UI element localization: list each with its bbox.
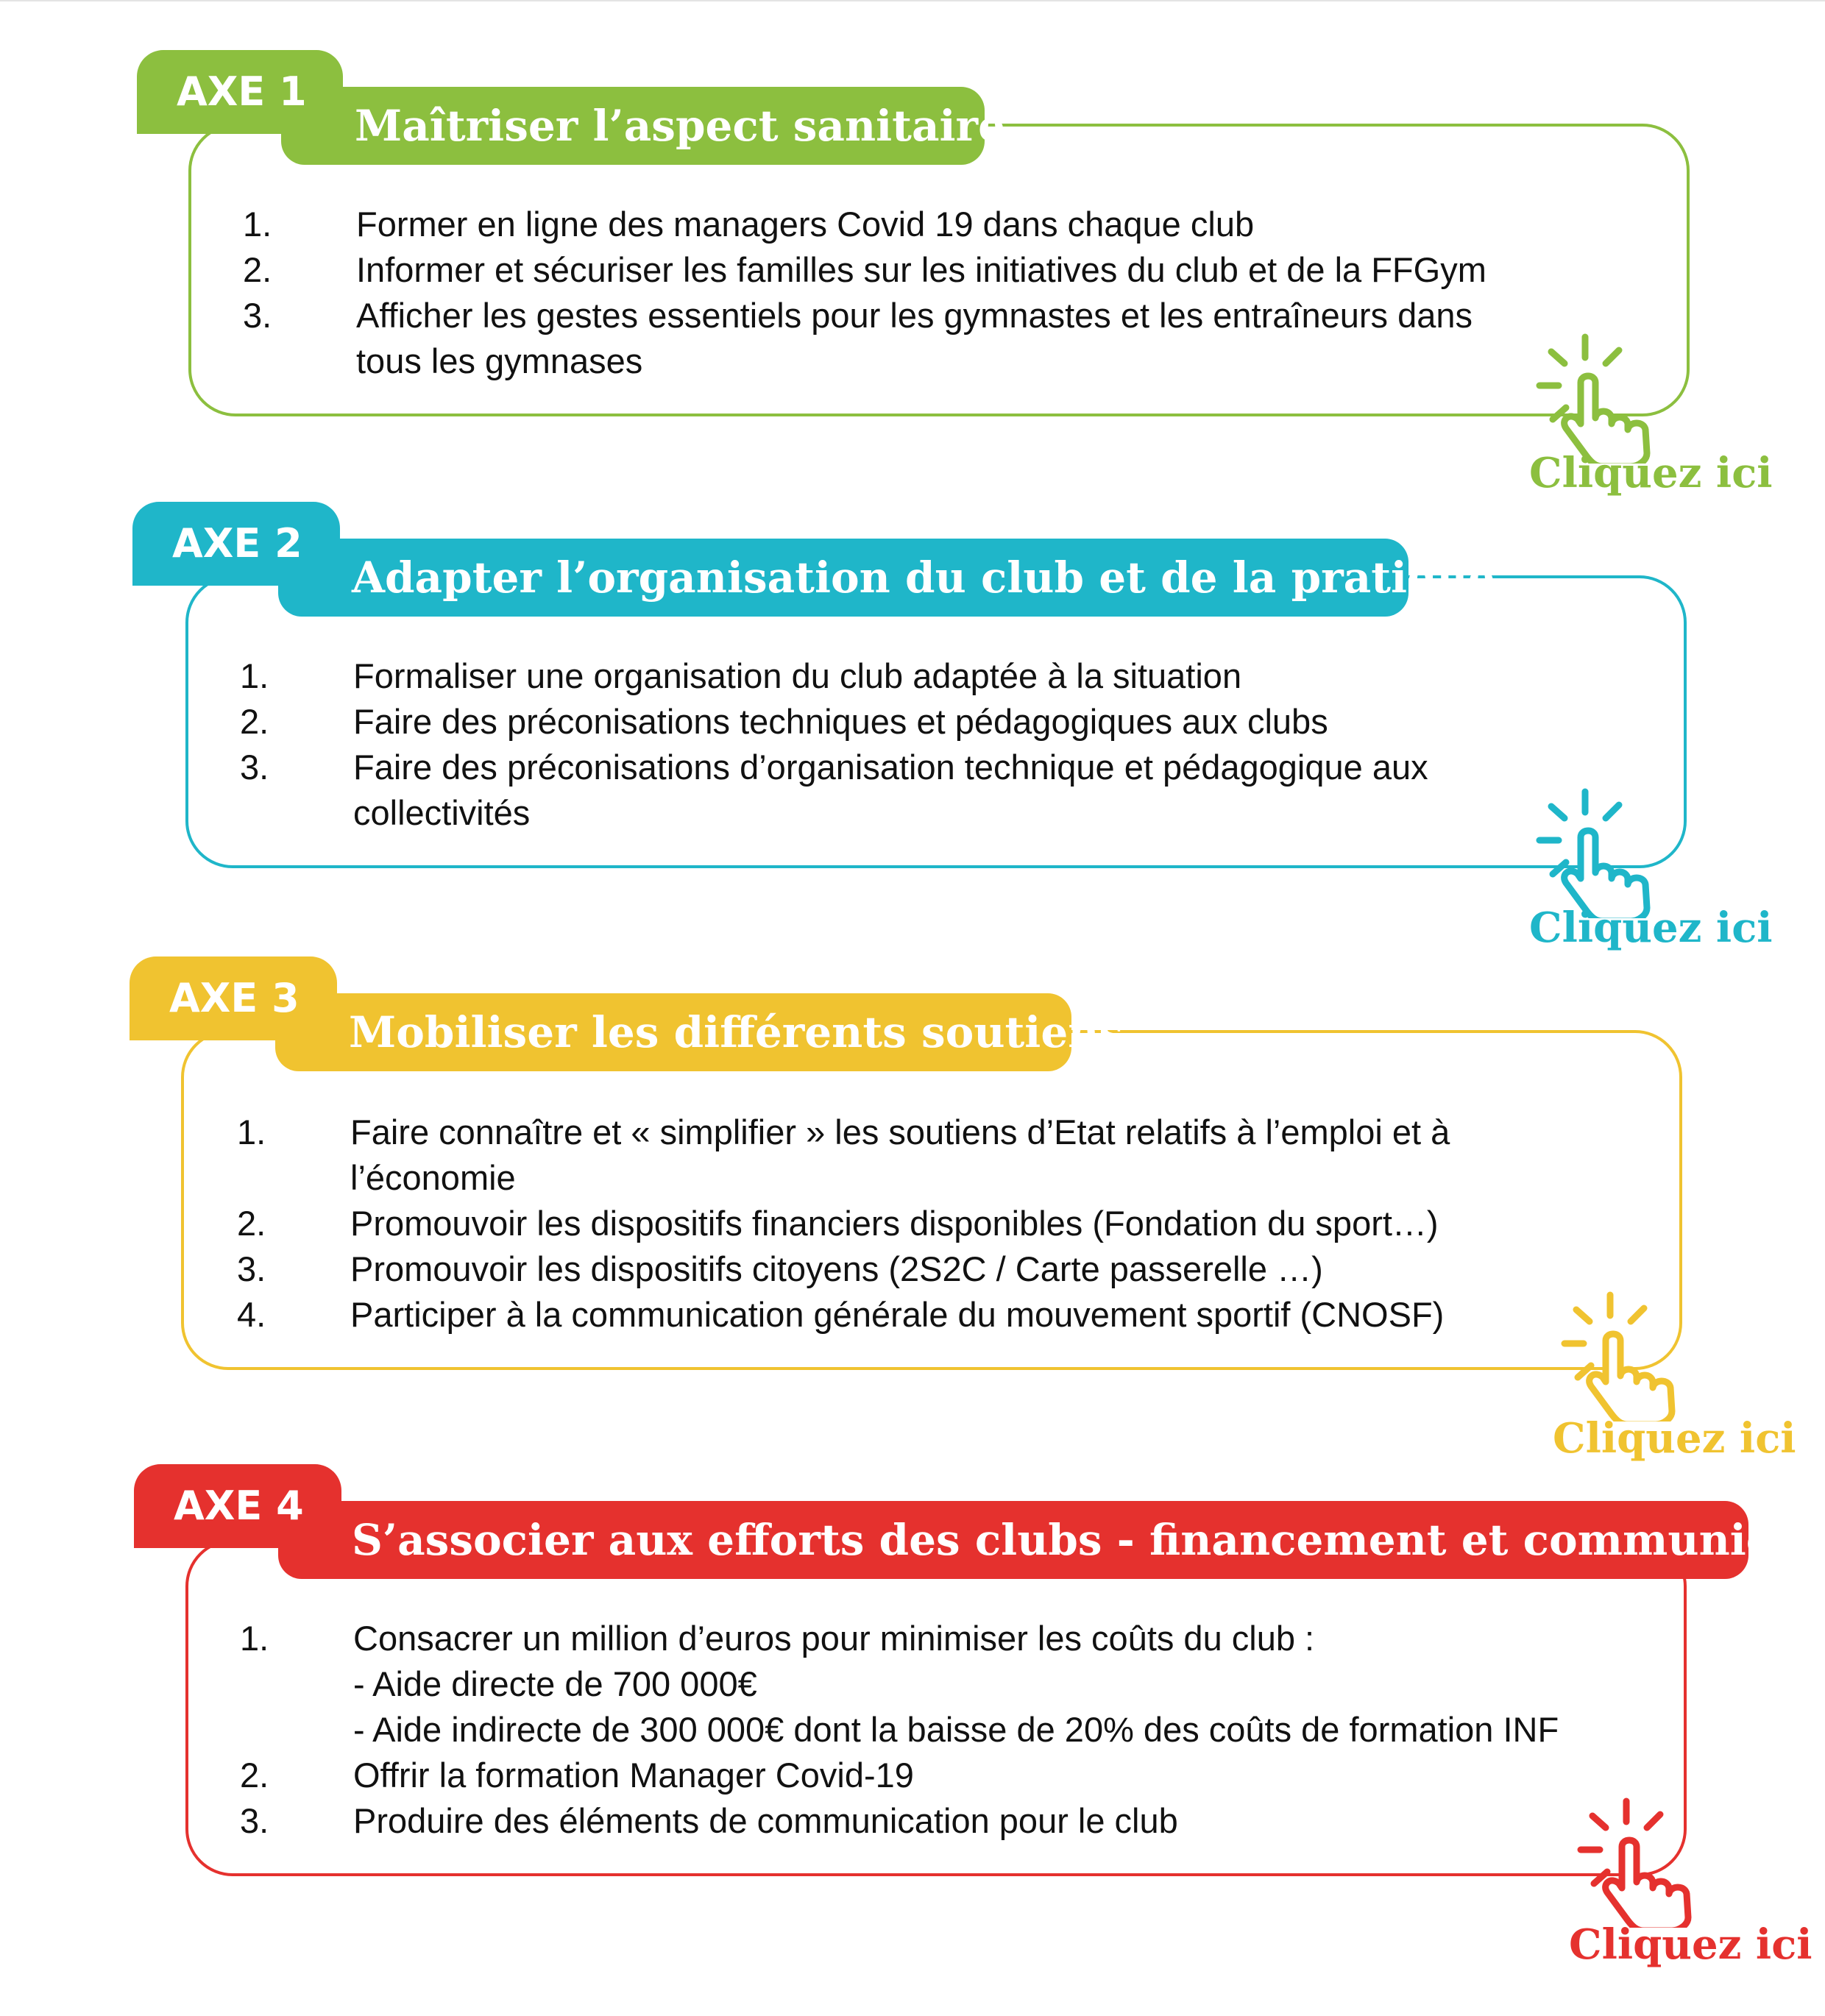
list-item-text: Informer et sécuriser les familles sur l… (356, 250, 1486, 289)
list-item-number: 3. (243, 296, 272, 335)
axe-3-tab-label: AXE 3 (169, 975, 300, 1021)
axe-2-tab: AXE 2 (132, 502, 340, 586)
list-item-text: Formaliser une organisation du club adap… (353, 656, 1242, 695)
pointing-hand-icon (1536, 788, 1651, 918)
list-item-text: Faire des préconisations d’organisation … (353, 748, 1428, 787)
list-item: 1. Faire connaître et « simplifier » les … (237, 1110, 1635, 1201)
list-item: 1. Consacrer un million d’euros pour mini… (240, 1616, 1712, 1753)
list-item: 2. Offrir la formation Manager Covid-19 (240, 1753, 1712, 1798)
list-item-number: 2. (243, 250, 272, 289)
list-item-text: - Aide directe de 700 000€ (353, 1664, 757, 1703)
axe-4-title-band: S’associer aux efforts des clubs - finan… (278, 1501, 1825, 1579)
axe-3-click-here[interactable]: Cliquez ici (1548, 1289, 1796, 1510)
list-item-number: 3. (237, 1249, 266, 1288)
axe-4-tab-label: AXE 4 (174, 1483, 304, 1529)
axe-4-click-here[interactable]: Cliquez ici (1564, 1795, 1812, 2016)
axe-4-title: S’associer aux efforts des clubs - finan… (352, 1515, 1825, 1565)
axe-3-title: Mobiliser les différents soutiens (349, 1007, 1124, 1057)
list-item-number: 3. (240, 748, 269, 787)
list-item-text: tous les gymnases (356, 341, 643, 380)
list-item-text: Promouvoir les dispositifs citoyens (2S2… (350, 1249, 1323, 1288)
pointing-hand-icon (1577, 1797, 1692, 1928)
axe-1-list: 1. Former en ligne des managers Covid 19 … (243, 202, 1641, 384)
list-item-number: 4. (237, 1295, 266, 1334)
list-item-number: 1. (243, 205, 272, 244)
axe-3-title-band: Mobiliser les différents soutiens (275, 993, 1123, 1071)
list-item-text: Promouvoir les dispositifs financiers di… (350, 1204, 1439, 1243)
list-item-number: 1. (237, 1112, 266, 1151)
axe-2-list: 1. Formaliser une organisation du club ad… (240, 653, 1638, 836)
list-item-number: 1. (240, 656, 269, 695)
axe-3-cta-label: Cliquez ici (1553, 1414, 1796, 1463)
axe-1-click-here[interactable]: Cliquez ici (1523, 331, 1773, 552)
axe-4-list: 1. Consacrer un million d’euros pour mini… (240, 1616, 1712, 1844)
list-item-number: 1. (240, 1619, 269, 1658)
list-item: 1. Formaliser une organisation du club ad… (240, 653, 1638, 699)
list-item-text: Participer à la communication générale d… (350, 1295, 1445, 1334)
list-item: 3. Faire des préconisations d’organisatio… (240, 745, 1638, 836)
list-item-text: Consacrer un million d’euros pour minimi… (353, 1619, 1315, 1658)
axe-4-cta-label: Cliquez ici (1569, 1920, 1812, 1969)
list-item-number: 3. (240, 1801, 269, 1840)
top-rule (0, 0, 1825, 1)
list-item-text: l’économie (350, 1158, 516, 1197)
list-item-text: Former en ligne des managers Covid 19 da… (356, 205, 1255, 244)
axe-1-title-band: Maîtriser l’aspect sanitaire (281, 87, 1005, 165)
axe-1-tab: AXE 1 (137, 50, 343, 134)
list-item-text: collectivités (353, 793, 531, 832)
list-item: 3. Promouvoir les dispositifs citoyens (2… (237, 1246, 1635, 1292)
list-item-text: - Aide indirecte de 300 000€ dont la bai… (353, 1710, 1559, 1749)
axe-2-title: Adapter l’organisation du club et de la … (352, 553, 1495, 603)
axe-4-tab: AXE 4 (134, 1464, 341, 1548)
axe-3-list: 1. Faire connaître et « simplifier » les … (237, 1110, 1635, 1338)
axe-2-cta-label: Cliquez ici (1529, 904, 1773, 952)
list-item-number: 2. (240, 702, 269, 741)
pointing-hand-icon (1536, 333, 1651, 464)
axe-2-click-here[interactable]: Cliquez ici (1523, 786, 1773, 1007)
axe-3-tab: AXE 3 (130, 956, 337, 1040)
axe-2-tab-label: AXE 2 (172, 520, 302, 567)
list-item: 2. Faire des préconisations techniques et… (240, 699, 1638, 745)
list-item-text: Afficher les gestes essentiels pour les … (356, 296, 1473, 335)
list-item: 2. Informer et sécuriser les familles sur… (243, 247, 1641, 293)
list-item: 3. Produire des éléments de communication… (240, 1798, 1712, 1844)
list-item-number: 2. (240, 1756, 269, 1795)
axe-1-cta-label: Cliquez ici (1529, 449, 1773, 497)
list-item-text: Faire connaître et « simplifier » les so… (350, 1112, 1450, 1151)
axe-1-tab-label: AXE 1 (177, 68, 307, 115)
list-item: 3. Afficher les gestes essentiels pour le… (243, 293, 1641, 384)
list-item-text: Produire des éléments de communication p… (353, 1801, 1178, 1840)
list-item: 4. Participer à la communication générale… (237, 1292, 1635, 1338)
pointing-hand-icon (1561, 1291, 1676, 1422)
axe-1-title: Maîtriser l’aspect sanitaire (355, 101, 1006, 151)
axe-2-title-band: Adapter l’organisation du club et de la … (278, 539, 1495, 617)
list-item-text: Faire des préconisations techniques et p… (353, 702, 1328, 741)
list-item: 2. Promouvoir les dispositifs financiers … (237, 1201, 1635, 1246)
list-item-number: 2. (237, 1204, 266, 1243)
list-item: 1. Former en ligne des managers Covid 19 … (243, 202, 1641, 247)
list-item-text: Offrir la formation Manager Covid-19 (353, 1756, 914, 1795)
